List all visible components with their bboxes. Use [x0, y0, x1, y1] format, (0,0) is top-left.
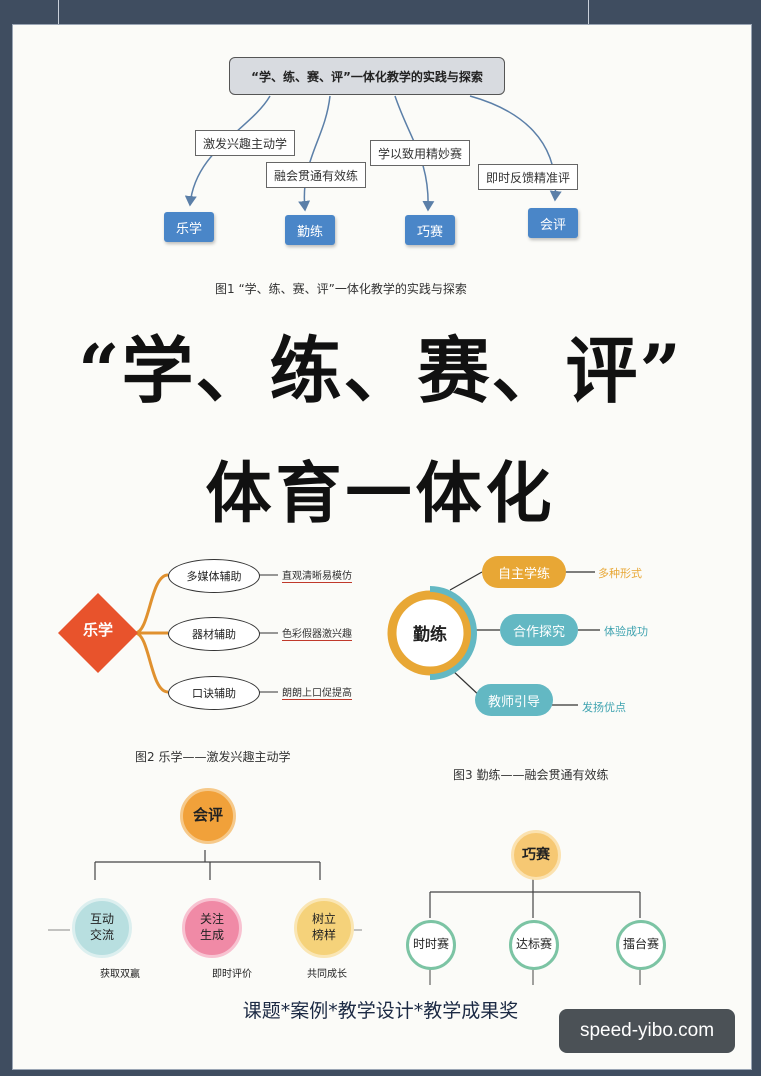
fig4-item-note: 即时评价 — [212, 969, 252, 980]
fig1-branch-label: 融会贯通有效练 — [266, 162, 366, 188]
fig3-center-label: 勤练 — [413, 625, 447, 645]
fig2-item-oval: 多媒体辅助 — [168, 559, 260, 593]
poster-title-line2: 体育一体化 — [205, 454, 556, 532]
fig1-branch-label: 即时反馈精准评 — [478, 164, 578, 190]
fig1-target-box: 乐学 — [164, 212, 214, 242]
fig2-center-label: 乐学 — [82, 621, 113, 639]
fig3-caption: 图3 勤练——融会贯通有效练 — [453, 768, 609, 782]
fig4-item-circle: 关注 生成 — [182, 898, 242, 958]
fig5-item-circle: 时时赛 — [406, 920, 456, 970]
fig1-branch-label: 激发兴趣主动学 — [195, 130, 295, 156]
fig4-item-circle: 树立 榜样 — [294, 898, 354, 958]
fig2-item-note: 色彩假器激兴趣 — [282, 625, 352, 641]
fig3-item-note: 多种形式 — [598, 567, 642, 580]
poster-page — [12, 24, 752, 1070]
poster-title-line1: “学、练、赛、评” — [78, 328, 683, 413]
fig1-caption: 图1 “学、练、赛、评”一体化教学的实践与探索 — [215, 282, 467, 296]
fig1-branch-label: 学以致用精妙赛 — [370, 140, 470, 166]
top-bar — [0, 0, 761, 24]
top-bar-divider — [58, 0, 59, 24]
fig3-item-pill: 教师引导 — [475, 684, 553, 716]
fig2-caption: 图2 乐学——激发兴趣主动学 — [135, 750, 291, 764]
fig3-item-pill: 合作探究 — [500, 614, 578, 646]
fig1-root-label: “学、练、赛、评”一体化教学的实践与探索 — [251, 69, 483, 84]
fig5-item-circle: 达标赛 — [509, 920, 559, 970]
fig1-target-box: 巧赛 — [405, 215, 455, 245]
fig2-item-note: 直观清晰易模仿 — [282, 567, 352, 583]
fig3-item-note: 发扬优点 — [582, 701, 626, 714]
fig2-item-oval: 器材辅助 — [168, 617, 260, 651]
fig1-target-box: 会评 — [528, 208, 578, 238]
fig4-item-note: 共同成长 — [307, 969, 347, 980]
fig4-center-circle: 会评 — [180, 788, 236, 844]
fig5-item-circle: 擂台赛 — [616, 920, 666, 970]
footer-text: 课题*案例*教学设计*教学成果奖 — [242, 1000, 519, 1022]
fig1-root-box: “学、练、赛、评”一体化教学的实践与探索 — [229, 57, 505, 95]
fig1-target-box: 勤练 — [285, 215, 335, 245]
watermark-badge: speed-yibo.com — [559, 1009, 735, 1053]
fig4-item-circle: 互动 交流 — [72, 898, 132, 958]
fig2-item-oval: 口诀辅助 — [168, 676, 260, 710]
top-bar-divider — [588, 0, 589, 24]
fig2-center-diamond — [58, 593, 138, 673]
fig3-item-note: 体验成功 — [604, 625, 648, 638]
fig4-item-note: 获取双赢 — [100, 969, 140, 980]
fig2-item-note: 朗朗上口促提高 — [282, 684, 352, 700]
fig3-item-pill: 自主学练 — [482, 556, 566, 588]
fig5-center-circle: 巧赛 — [511, 830, 561, 880]
